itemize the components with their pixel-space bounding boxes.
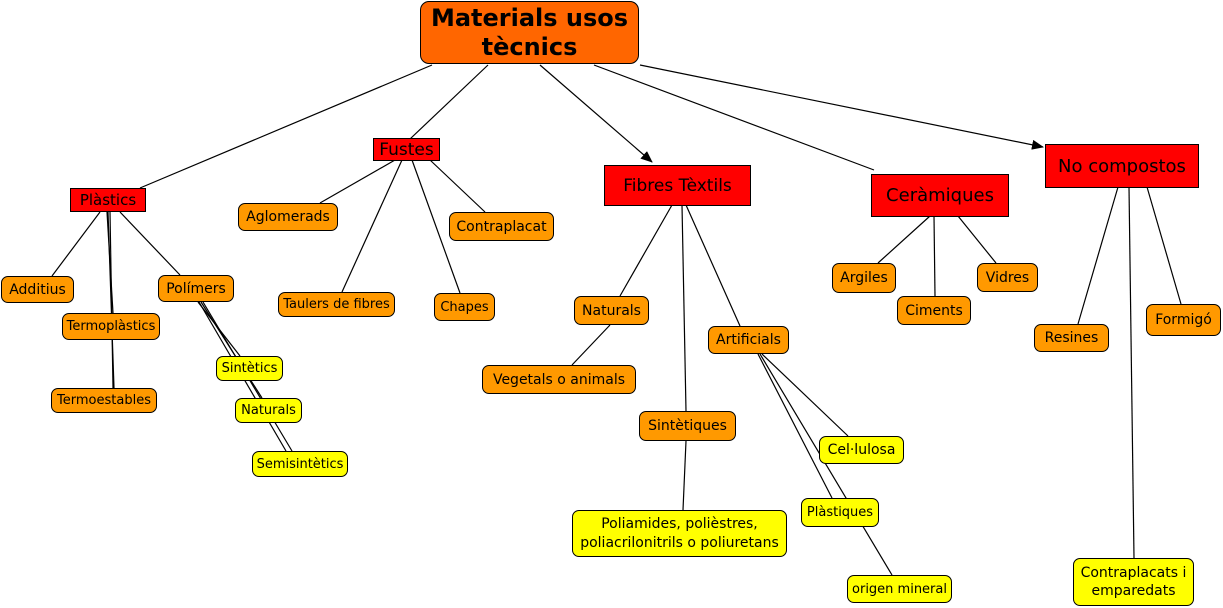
link-artificials-origen — [759, 353, 893, 576]
node-semisintetics-label: Semisintètics — [256, 456, 344, 472]
node-sintetics: Sintètics — [216, 356, 283, 381]
link-root-ceramiques — [593, 64, 875, 171]
node-formigo: Formigó — [1146, 304, 1221, 336]
node-sintetics-label: Sintètics — [221, 361, 278, 376]
link-sintetiques-poliamides — [682, 440, 687, 511]
node-formigo-label: Formigó — [1155, 312, 1212, 328]
link-artificials-cellulosa — [761, 353, 849, 437]
node-vidres-label: Vidres — [985, 269, 1030, 286]
node-additius: Additius — [1, 276, 74, 303]
node-contraplacat: Contraplacat — [449, 212, 554, 241]
link-fibres-artificials — [685, 204, 741, 327]
link-nocompostos-resines — [1077, 186, 1119, 325]
category-ceramiques: Ceràmiques — [871, 174, 1009, 217]
node-origen-mineral: origen mineral — [847, 575, 952, 603]
node-resines: Resines — [1034, 324, 1109, 352]
node-artificials: Artificials — [708, 326, 789, 354]
node-artificials-label: Artificials — [716, 332, 781, 348]
node-plastics-naturals: Naturals — [235, 398, 302, 423]
category-no-compostos: No compostos — [1045, 144, 1199, 188]
link-nocompostos-contraplacats — [1128, 186, 1135, 559]
node-aglomerats: Aglomerads — [238, 203, 338, 231]
node-ciments: Ciments — [897, 296, 971, 325]
node-taulers: Taulers de fibres — [278, 292, 395, 317]
category-plastics: Plàstics — [70, 188, 146, 212]
link-plastics-polimers — [119, 211, 181, 276]
category-fustes: Fustes — [373, 138, 440, 161]
link-ceramiques-argiles — [877, 215, 931, 264]
node-argiles: Argiles — [832, 263, 896, 293]
node-termoestables-label: Termoestables — [57, 393, 151, 408]
node-taulers-label: Taulers de fibres — [283, 297, 390, 312]
category-ceramiques-label: Ceràmiques — [886, 185, 994, 206]
link-ceramiques-ciments — [933, 215, 936, 297]
node-additius-label: Additius — [9, 281, 66, 298]
node-argiles-label: Argiles — [840, 270, 888, 286]
node-polimers: Polímers — [158, 275, 234, 302]
node-semisintetics: Semisintètics — [252, 451, 348, 477]
node-plastiques: Plàstiques — [801, 498, 879, 527]
link-root-fustes — [409, 64, 489, 140]
link-fustes-chapes — [411, 159, 461, 294]
link-nocompostos-formigo — [1146, 186, 1182, 305]
node-termoestables: Termoestables — [51, 388, 157, 413]
node-poliamides: Poliamides, polièstres, poliacrilonitril… — [572, 510, 787, 557]
link-fustes-aglomerats — [319, 159, 396, 204]
node-sintetiques-label: Sintètiques — [648, 418, 727, 434]
link-root-fibres — [539, 64, 653, 163]
node-resines-label: Resines — [1044, 330, 1099, 346]
node-cellulosa-label: Cel·lulosa — [827, 442, 896, 458]
link-fustes-contraplacat — [429, 159, 486, 213]
link-plastics-additius — [51, 211, 101, 277]
link-plastics-termoestables-2 — [107, 211, 115, 389]
node-vidres: Vidres — [977, 263, 1038, 292]
link-fibres-sintetiques — [681, 204, 687, 412]
link-naturals-vegetals — [571, 324, 611, 366]
node-fibres-naturals: Naturals — [574, 296, 649, 325]
link-root-nocompostos — [639, 64, 1044, 150]
node-origen-mineral-label: origen mineral — [852, 581, 947, 597]
link-artificials-plastiques — [757, 353, 833, 499]
node-plastics-naturals-label: Naturals — [241, 403, 296, 418]
root-label: Materials usos tècnics — [430, 3, 629, 61]
category-fibres: Fibres Tèxtils — [604, 165, 751, 206]
node-vegetals: Vegetals o animals — [482, 365, 636, 394]
node-poliamides-label: Poliamides, polièstres, poliacrilonitril… — [580, 515, 779, 551]
node-chapes-label: Chapes — [440, 299, 489, 315]
category-plastics-label: Plàstics — [79, 191, 137, 209]
node-chapes: Chapes — [434, 293, 495, 321]
category-fibres-label: Fibres Tèxtils — [623, 175, 732, 196]
node-sintetiques: Sintètiques — [639, 411, 736, 441]
root-node: Materials usos tècnics — [420, 1, 639, 64]
node-aglomerats-label: Aglomerads — [246, 209, 330, 225]
node-contraplacats: Contraplacats i emparedats — [1073, 558, 1194, 606]
node-termoplastics-label: Termoplàstics — [66, 319, 156, 334]
node-cellulosa: Cel·lulosa — [819, 436, 904, 464]
node-fibres-naturals-label: Naturals — [582, 302, 641, 319]
node-polimers-label: Polímers — [166, 280, 226, 297]
node-contraplacats-label: Contraplacats i emparedats — [1080, 565, 1187, 599]
category-no-compostos-label: No compostos — [1058, 155, 1186, 177]
link-root-plastics — [139, 64, 433, 189]
node-ciments-label: Ciments — [905, 302, 963, 319]
category-fustes-label: Fustes — [379, 139, 434, 160]
node-plastiques-label: Plàstiques — [806, 505, 874, 520]
node-vegetals-label: Vegetals o animals — [492, 371, 626, 388]
node-contraplacat-label: Contraplacat — [456, 218, 547, 235]
node-termoplastics: Termoplàstics — [62, 313, 160, 340]
link-ceramiques-vidres — [957, 215, 997, 264]
link-fibres-naturals — [619, 204, 673, 297]
link-fustes-taulers — [341, 159, 403, 293]
